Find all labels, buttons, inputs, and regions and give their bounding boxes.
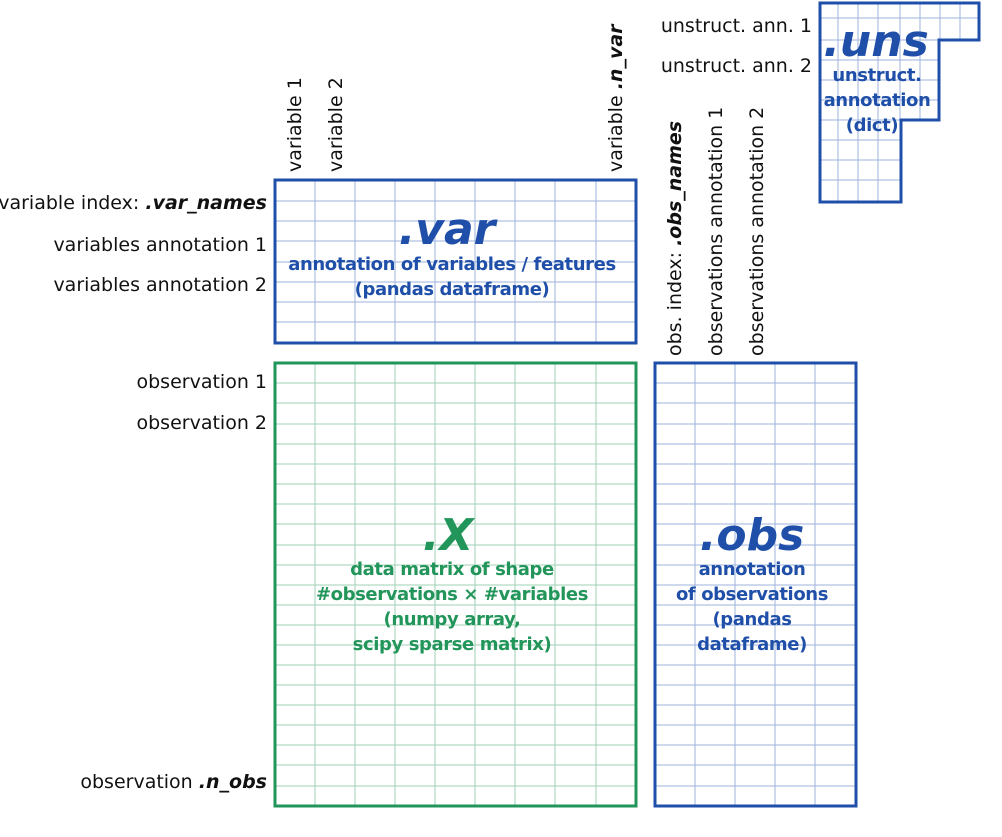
- obs-col-label: observations annotation 1: [705, 107, 727, 356]
- x-border: [273, 361, 638, 808]
- x-row-label: observation .n_obs: [80, 771, 267, 793]
- x-grid: [275, 363, 636, 806]
- var-border: [273, 178, 638, 345]
- var-title: .var: [399, 204, 498, 255]
- var-desc-line: (pandas dataframe): [355, 279, 550, 300]
- var-col-label-text: variable: [605, 89, 627, 172]
- x-desc-line: scipy sparse matrix): [353, 634, 552, 655]
- var-grid: [275, 180, 636, 343]
- x-title: .X: [423, 510, 476, 561]
- x-description: data matrix of shape #observations × #va…: [316, 559, 588, 655]
- obs-block: .obs annotation of observations (pandas …: [653, 361, 858, 808]
- obs-desc-line: of observations: [676, 584, 828, 605]
- uns-title: .uns: [823, 16, 929, 67]
- x-row-label: observation 1: [137, 371, 268, 393]
- var-row-labels: variable index: .var_names variables ann…: [0, 192, 267, 296]
- var-row-label-text: variable index:: [0, 192, 145, 214]
- obs-col-label: obs. index: .obs_names: [664, 121, 686, 356]
- var-row-label-em: .var_names: [145, 192, 267, 214]
- var-col-labels: variable 1 variable 2 variable .n_var: [284, 23, 627, 172]
- obs-col-label-text: obs. index:: [664, 246, 686, 356]
- uns-row-label: unstruct. ann. 1: [661, 15, 812, 37]
- x-row-labels: observation 1 observation 2 observation …: [80, 371, 267, 793]
- obs-desc-line: annotation: [699, 559, 806, 580]
- var-col-label-em: .n_var: [605, 23, 627, 89]
- var-row-label: variables annotation 1: [53, 234, 267, 256]
- uns-border: [818, 1, 981, 204]
- var-block: .var annotation of variables / features …: [273, 178, 638, 345]
- x-row-label-em: .n_obs: [199, 771, 267, 793]
- uns-desc-line: (dict): [846, 115, 898, 136]
- x-row-label-text: observation: [80, 771, 198, 793]
- x-desc-line: #observations × #variables: [316, 584, 588, 605]
- uns-desc-line: unstruct.: [832, 65, 921, 86]
- var-col-label: variable 2: [325, 77, 347, 172]
- var-description: annotation of variables / features (pand…: [288, 254, 616, 300]
- obs-title: .obs: [700, 510, 805, 561]
- obs-col-labels: obs. index: .obs_names observations anno…: [664, 107, 768, 356]
- obs-desc-line: dataframe): [697, 634, 807, 655]
- obs-description: annotation of observations (pandas dataf…: [676, 559, 828, 655]
- obs-grid: [655, 363, 856, 806]
- x-desc-line: (numpy array,: [384, 609, 521, 630]
- obs-border: [653, 361, 858, 808]
- uns-desc-line: annotation: [824, 90, 931, 111]
- var-desc-line: annotation of variables / features: [288, 254, 616, 275]
- x-desc-line: data matrix of shape: [350, 559, 554, 580]
- uns-row-label: unstruct. ann. 2: [661, 55, 812, 77]
- x-block: .X data matrix of shape #observations × …: [273, 361, 638, 808]
- var-row-label: variable index: .var_names: [0, 192, 267, 214]
- x-row-label: observation 2: [137, 412, 268, 434]
- var-col-label: variable .n_var: [605, 23, 627, 172]
- var-row-label: variables annotation 2: [53, 274, 267, 296]
- uns-grid: [820, 3, 979, 202]
- uns-description: unstruct. annotation (dict): [824, 65, 931, 136]
- obs-col-label-em: .obs_names: [664, 121, 686, 246]
- uns-block: .uns unstruct. annotation (dict): [818, 1, 981, 204]
- obs-col-label: observations annotation 2: [746, 107, 768, 356]
- obs-desc-line: (pandas: [712, 609, 791, 630]
- var-col-label: variable 1: [284, 77, 306, 172]
- uns-row-labels: unstruct. ann. 1 unstruct. ann. 2: [661, 15, 812, 77]
